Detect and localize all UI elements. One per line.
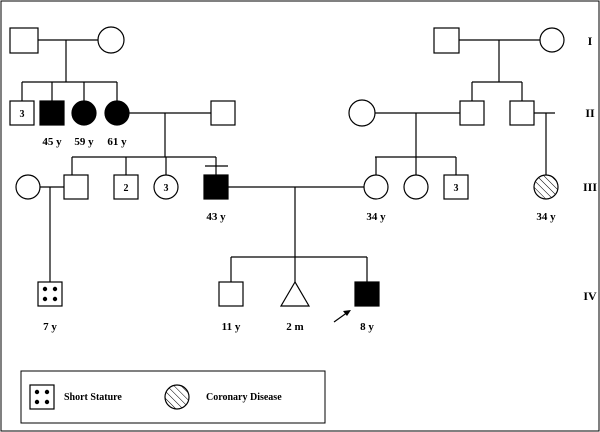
gen4-male-child [218,281,244,307]
gen3-male [63,174,89,200]
gen3-right-brothers-group [443,174,469,200]
gen2-affected-female-1 [71,100,97,126]
age-label: 59 y [74,136,94,148]
age-label: 2 m [286,321,303,333]
age-label: 45 y [42,136,62,148]
gen3-spouse-female [15,174,41,200]
gen3-female [403,174,429,200]
gen2-spouse-male [210,100,236,126]
gen4: 7 y 11 y 2 m 8 y [37,256,380,333]
gen3-brothers-group [113,174,139,200]
gen-label-3: III [583,180,597,194]
gen2-affected-female-2 [104,100,130,126]
gen2-affected-male [39,100,65,126]
gen1-left-male [9,27,39,54]
gen1-right-male [433,27,460,54]
gen-label-4: IV [583,289,597,303]
gen3-mother [363,174,389,200]
gen2-right-sibship [348,82,555,175]
gen3-coronary-female [533,174,559,200]
gen2-spouse-female [348,99,376,127]
gen2-male [459,100,485,126]
gen3-sisters-group [153,174,179,200]
gen3-right-brothers-count: 3 [454,183,459,194]
age-label: 34 y [536,211,556,223]
age-label: 34 y [366,211,386,223]
gen3-affected-father [203,174,229,200]
gen3-sisters-count: 3 [164,183,169,194]
proband-arrow-head [343,310,351,316]
gen2-left-sibship: 3 45 y 59 y 61 y [9,82,236,158]
gen3: 2 3 43 y 34 y 3 34 y [15,157,559,282]
gen1-left-female [97,26,125,54]
age-label: 8 y [360,321,374,333]
gen1-right-female [539,27,565,53]
gen3-brothers-count: 2 [124,183,129,194]
age-label: 43 y [206,211,226,223]
legend: Short Stature Coronary Disease [20,370,326,424]
gen4-unknown-sex-child [279,280,311,307]
gen4-short-stature-child [37,281,63,307]
gen4-proband [354,281,380,307]
gen1-right-couple [433,27,565,83]
age-label: 11 y [222,321,241,333]
legend-coronary-icon [164,384,190,410]
gen-label-1: I [588,34,593,48]
gen2-male-2 [509,100,535,126]
age-label: 61 y [107,136,127,148]
gen2-brothers-count: 3 [20,109,25,120]
gen-label-2: II [585,106,595,120]
legend-short-stature-label: Short Stature [64,392,122,403]
legend-coronary-label: Coronary Disease [206,392,282,403]
generation-labels: I II III IV [583,34,597,303]
gen1-left-couple [9,26,125,83]
legend-short-stature-icon [29,384,55,410]
age-label: 7 y [43,321,57,333]
gen2-brothers-group [9,100,35,126]
